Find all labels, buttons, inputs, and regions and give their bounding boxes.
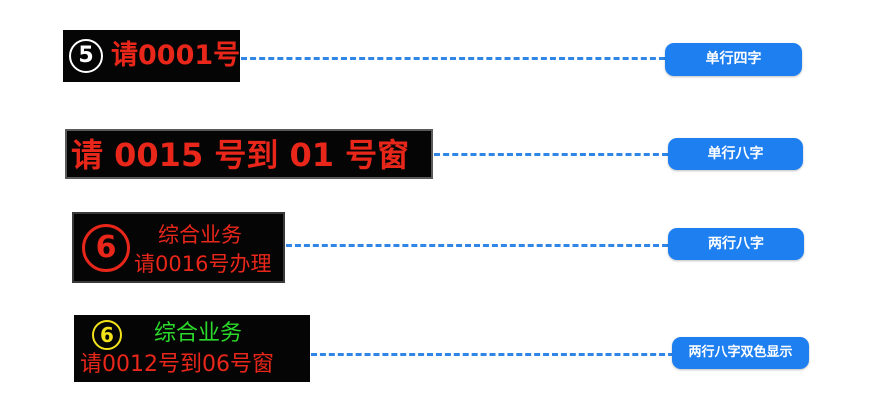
- number-badge: 5: [69, 39, 103, 73]
- label-pill: 单行八字: [668, 138, 803, 170]
- sign-single-line-eight-char: 请 0015 号到 01 号窗: [65, 129, 433, 179]
- label-pill: 两行八字双色显示: [672, 337, 809, 369]
- sign-text: 请0001号: [111, 40, 240, 71]
- sign-two-line-eight-char-two-color: 6 综合业务 请0012号到06号窗: [74, 315, 310, 382]
- sign-line-2: 请0012号到06号窗: [80, 352, 274, 377]
- connector-line: [286, 244, 668, 247]
- label-pill: 单行四字: [665, 43, 802, 76]
- sign-single-line-four-char: 5 请0001号: [63, 30, 240, 82]
- number-badge: 6: [92, 320, 122, 350]
- sign-line-1: 综合业务: [154, 321, 243, 346]
- connector-line: [241, 57, 665, 60]
- number-badge: 6: [82, 224, 130, 272]
- sign-two-line-eight-char: 6 综合业务 请0016号办理: [72, 212, 285, 283]
- sign-line-1: 综合业务: [158, 223, 242, 247]
- label-pill: 两行八字: [668, 228, 804, 260]
- connector-line: [311, 353, 674, 356]
- connector-line: [434, 153, 668, 156]
- sign-text: 请 0015 号到 01 号窗: [71, 136, 410, 174]
- sign-line-2: 请0016号办理: [134, 252, 272, 276]
